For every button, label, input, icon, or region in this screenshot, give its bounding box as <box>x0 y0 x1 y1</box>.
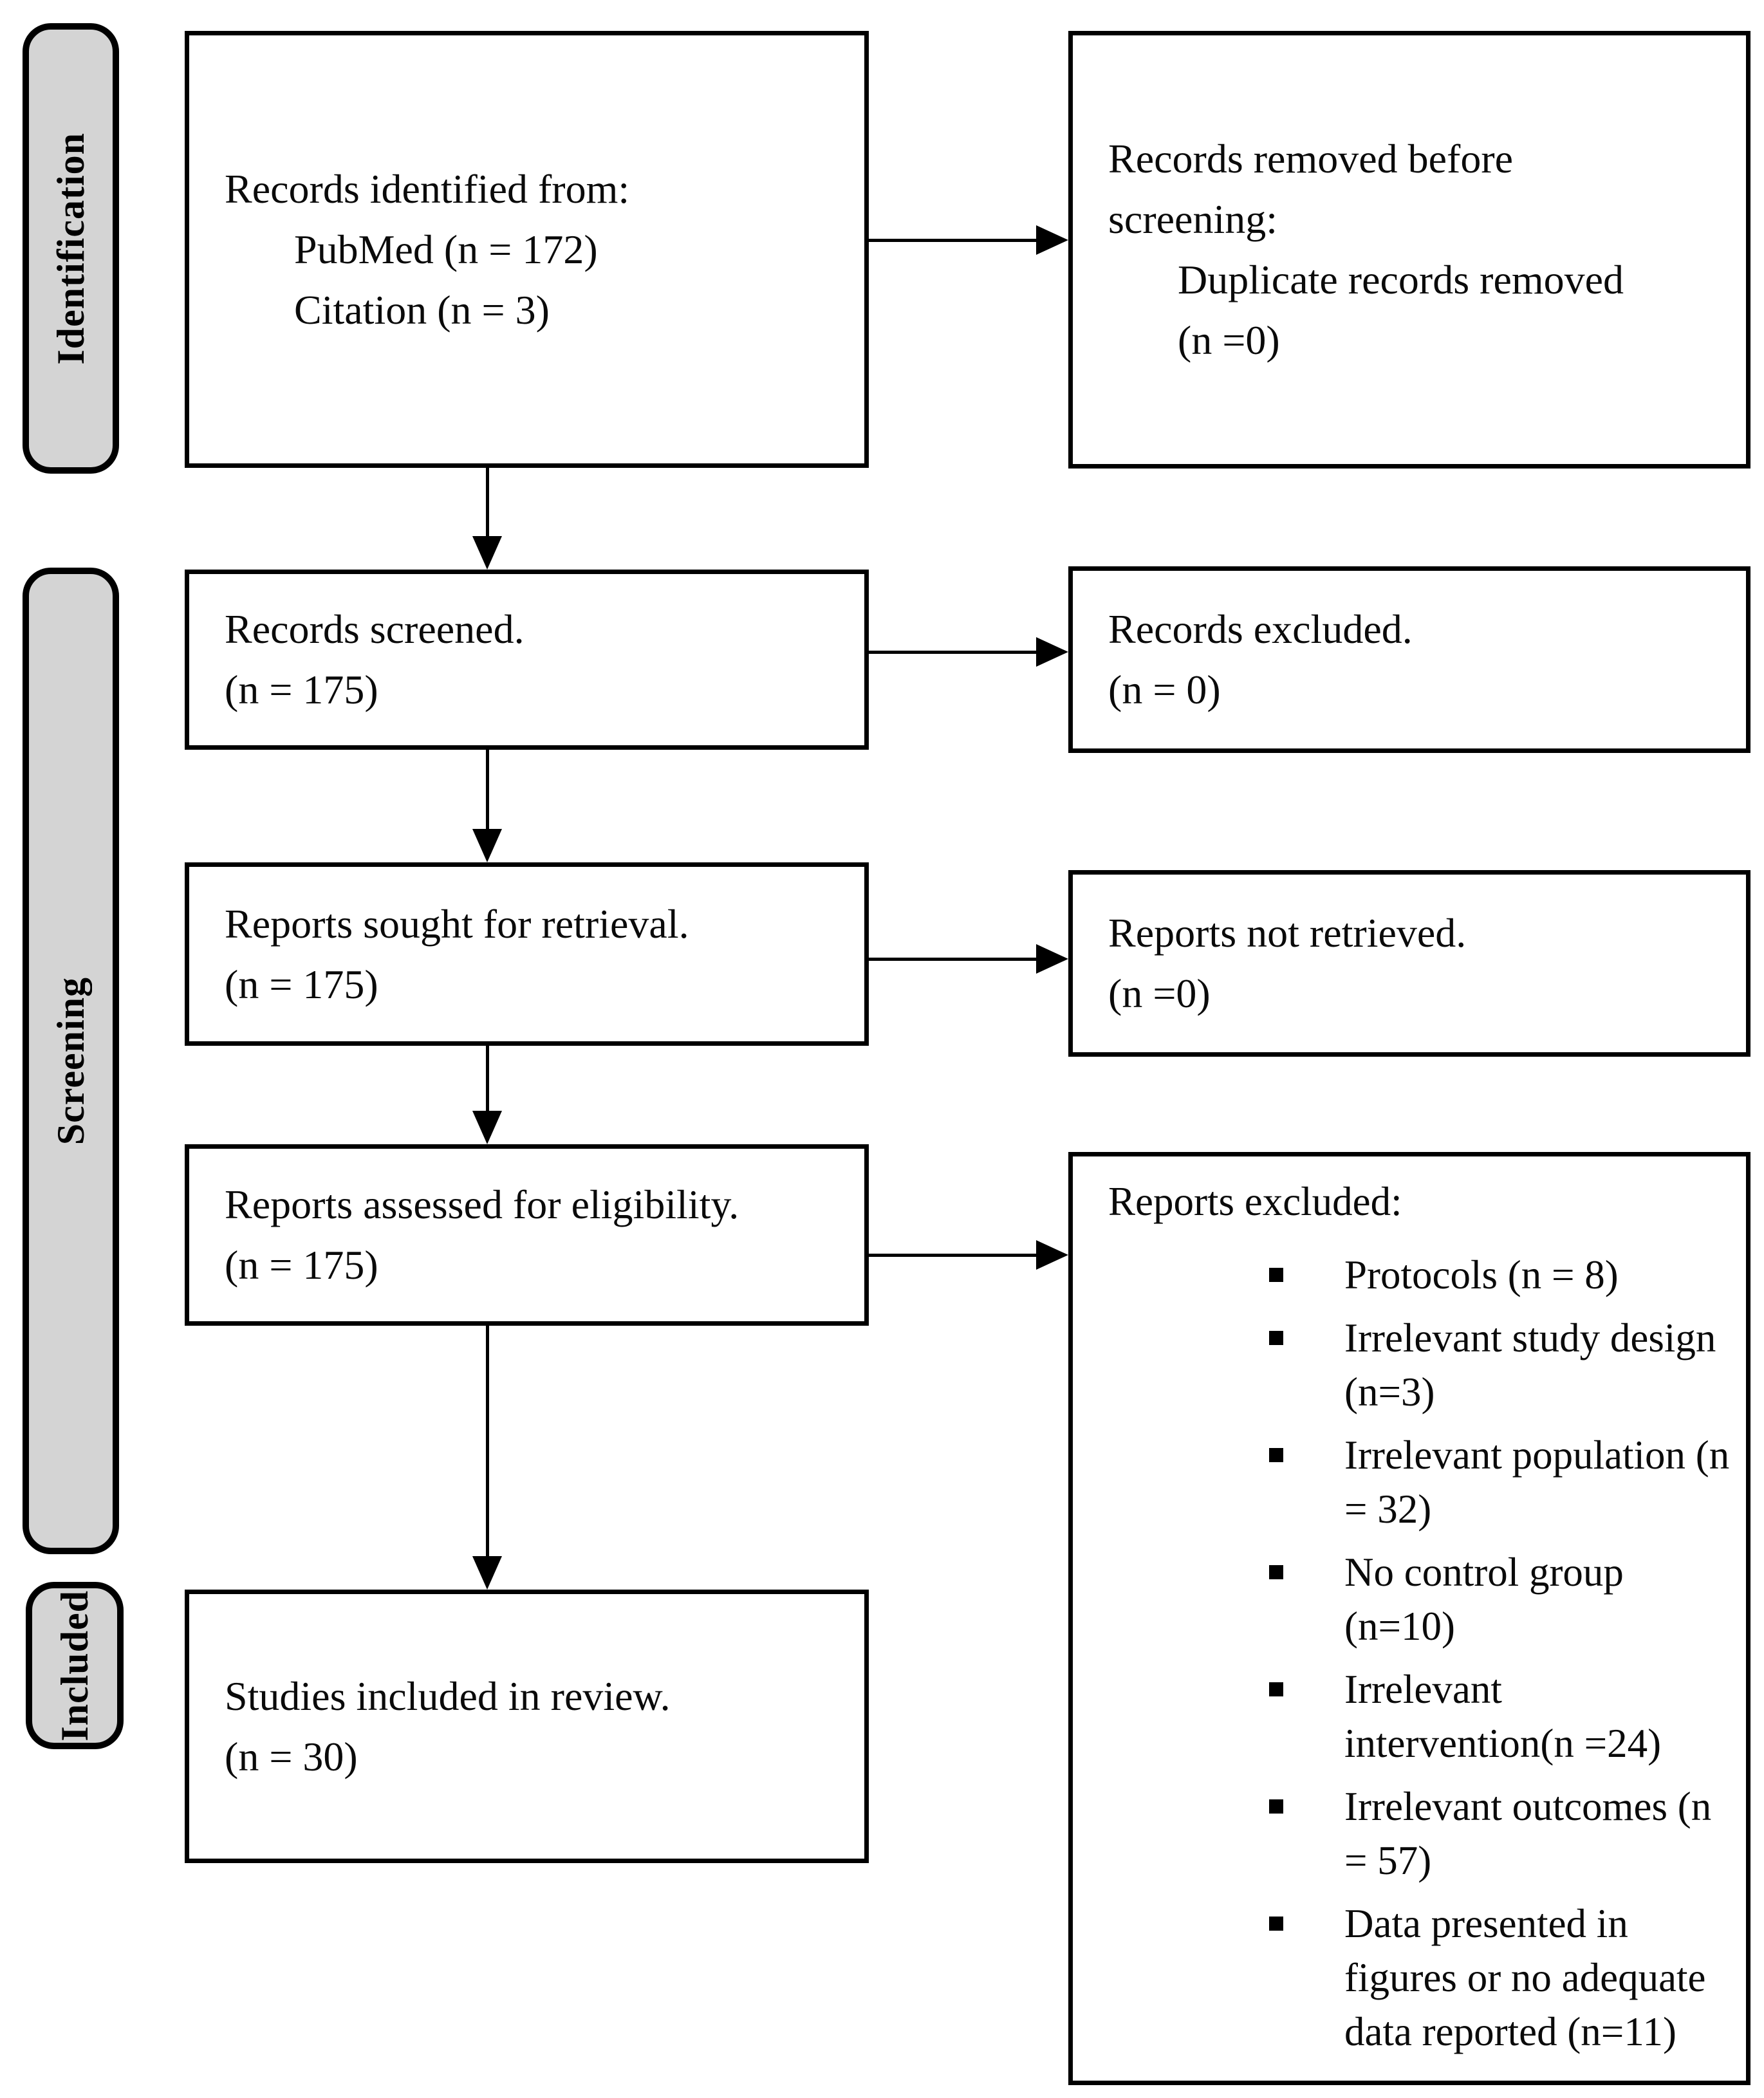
reports-excluded-title: Reports excluded: <box>1108 1179 1402 1224</box>
arrow-right-assessed-to-reports-excluded <box>869 1254 1037 1257</box>
stage-label-included-text: Included <box>53 1590 96 1741</box>
records-removed-count: (n =0) <box>1178 317 1280 363</box>
records-identified-source: PubMed (n = 172) <box>294 226 598 272</box>
box-records-screened: Records screened. (n = 175) <box>185 570 869 750</box>
stage-label-screening-text: Screening <box>49 976 92 1146</box>
arrowhead-down-icon <box>472 829 502 862</box>
arrow-right-identified-to-removed <box>869 239 1037 242</box>
box-records-identified: Records identified from: PubMed (n = 172… <box>185 31 869 468</box>
records-removed-detail: Duplicate records removed <box>1178 257 1624 302</box>
exclusion-reason: Data presented in figures or no adequate… <box>1344 1901 1706 2054</box>
arrowhead-down-icon <box>472 536 502 570</box>
list-item: Irrelevant outcomes (n = 57) <box>1108 1779 1733 1888</box>
exclusion-reason: Irrelevant intervention(n =24) <box>1344 1667 1662 1766</box>
arrowhead-right-icon <box>1036 944 1068 974</box>
stage-label-identification: Identification <box>23 23 119 474</box>
arrow-down-assessed-to-included <box>486 1326 489 1557</box>
box-records-removed-before-screening: Records removed before screening: Duplic… <box>1068 31 1750 469</box>
reports-excluded-reason-list: Protocols (n = 8) Irrelevant study desig… <box>1108 1248 1733 2059</box>
arrowhead-right-icon <box>1036 225 1068 255</box>
reports-sought-count: (n = 175) <box>225 961 378 1007</box>
records-removed-title-line2: screening: <box>1108 196 1277 242</box>
records-excluded-label: Records excluded. <box>1108 606 1413 652</box>
reports-not-retrieved-count: (n =0) <box>1108 970 1211 1016</box>
list-item: No control group (n=10) <box>1108 1545 1733 1653</box>
stage-label-screening: Screening <box>23 568 119 1554</box>
studies-included-label: Studies included in review. <box>225 1673 671 1719</box>
arrowhead-right-icon <box>1036 637 1068 667</box>
list-item: Irrelevant population (n = 32) <box>1108 1428 1733 1536</box>
square-bullet-icon <box>1269 1448 1283 1462</box>
box-records-excluded: Records excluded. (n = 0) <box>1068 566 1750 753</box>
arrowhead-down-icon <box>472 1111 502 1144</box>
box-studies-included: Studies included in review. (n = 30) <box>185 1590 869 1863</box>
exclusion-reason: Irrelevant outcomes (n = 57) <box>1344 1784 1712 1883</box>
records-screened-count: (n = 175) <box>225 667 378 712</box>
square-bullet-icon <box>1269 1331 1283 1345</box>
reports-assessed-label: Reports assessed for eligibility. <box>225 1182 739 1227</box>
box-reports-not-retrieved: Reports not retrieved. (n =0) <box>1068 870 1750 1057</box>
records-identified-title: Records identified from: <box>225 165 630 212</box>
stage-label-identification-text: Identification <box>49 132 92 365</box>
box-reports-assessed: Reports assessed for eligibility. (n = 1… <box>185 1144 869 1326</box>
arrow-down-screened-to-sought <box>486 750 489 830</box>
square-bullet-icon <box>1269 1682 1283 1696</box>
reports-sought-label: Reports sought for retrieval. <box>225 900 689 947</box>
arrow-right-screened-to-excluded <box>869 651 1037 654</box>
square-bullet-icon <box>1269 1268 1283 1282</box>
records-excluded-count: (n = 0) <box>1108 667 1221 712</box>
list-item: Protocols (n = 8) <box>1108 1248 1733 1302</box>
studies-included-count: (n = 30) <box>225 1733 358 1779</box>
reports-assessed-count: (n = 175) <box>225 1242 378 1288</box>
arrow-down-sought-to-assessed <box>486 1046 489 1112</box>
box-reports-excluded: Reports excluded: Protocols (n = 8) Irre… <box>1068 1152 1750 2085</box>
square-bullet-icon <box>1269 1799 1283 1814</box>
list-item: Data presented in figures or no adequate… <box>1108 1897 1733 2059</box>
arrow-right-sought-to-not-retrieved <box>869 958 1037 961</box>
arrowhead-down-icon <box>472 1556 502 1590</box>
stage-label-included: Included <box>26 1582 124 1749</box>
list-item: Irrelevant intervention(n =24) <box>1108 1662 1733 1770</box>
records-screened-label: Records screened. <box>225 606 525 652</box>
arrowhead-right-icon <box>1036 1240 1068 1270</box>
records-identified-source: Citation (n = 3) <box>294 286 550 333</box>
square-bullet-icon <box>1269 1565 1283 1579</box>
exclusion-reason: Irrelevant study design (n=3) <box>1344 1315 1716 1415</box>
arrow-down-identified-to-screened <box>486 468 489 537</box>
list-item: Irrelevant study design (n=3) <box>1108 1311 1733 1419</box>
records-removed-title-line1: Records removed before <box>1108 136 1514 181</box>
exclusion-reason: No control group (n=10) <box>1344 1550 1624 1649</box>
exclusion-reason: Irrelevant population (n = 32) <box>1344 1433 1730 1532</box>
reports-not-retrieved-label: Reports not retrieved. <box>1108 910 1467 956</box>
box-reports-sought: Reports sought for retrieval. (n = 175) <box>185 862 869 1046</box>
exclusion-reason: Protocols (n = 8) <box>1344 1252 1619 1297</box>
square-bullet-icon <box>1269 1917 1283 1931</box>
